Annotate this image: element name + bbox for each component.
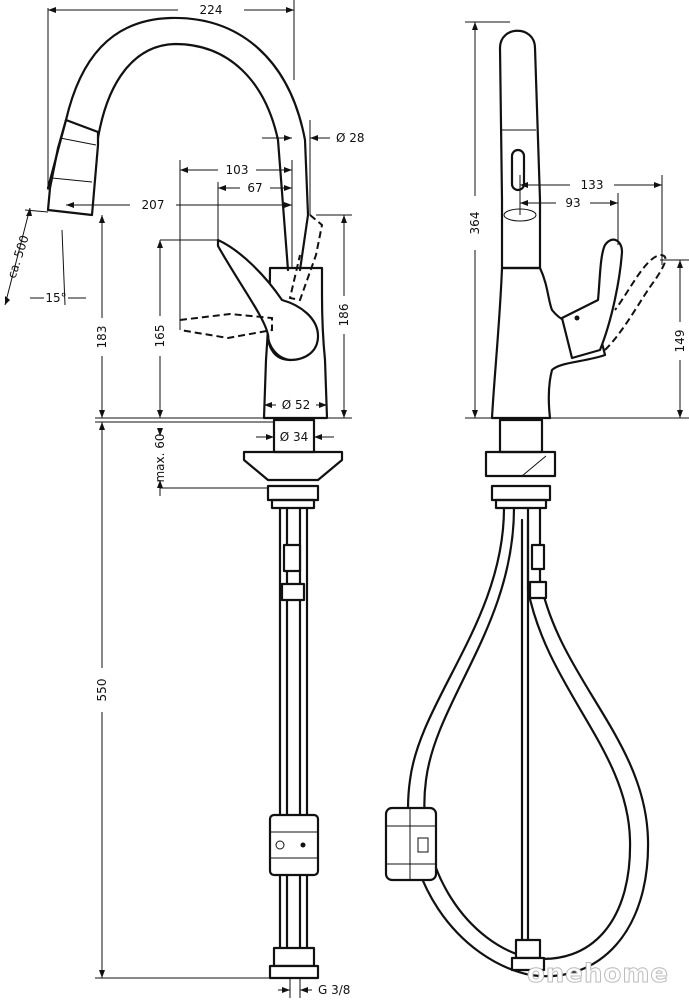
dim-ca-500: ca. 500 <box>5 233 32 280</box>
dim-550: 550 <box>95 679 109 702</box>
dim-224: 224 <box>200 3 223 17</box>
dimension-labels: 224 Ø 28 103 67 207 ca. 500 15° 183 165 … <box>5 3 687 997</box>
dim-diameter-52: Ø 52 <box>282 398 311 412</box>
front-view <box>46 16 344 980</box>
dim-93: 93 <box>565 196 580 210</box>
hose-loop-outer <box>407 506 650 978</box>
handle-alt-position-2 <box>288 214 324 302</box>
dim-207: 207 <box>142 198 165 212</box>
supply-hose-right <box>298 506 309 962</box>
dimension-lines <box>4 0 689 998</box>
side-handle-alt <box>604 253 667 351</box>
supply-hose-left <box>278 506 289 962</box>
dim-67: 67 <box>247 181 262 195</box>
spout-arc-inner <box>96 42 290 272</box>
dim-186: 186 <box>337 304 351 327</box>
dim-diameter-28: Ø 28 <box>336 131 365 145</box>
dim-165: 165 <box>153 325 167 348</box>
dim-133: 133 <box>581 178 604 192</box>
dim-149: 149 <box>673 330 687 353</box>
dim-thread-g38: G 3/8 <box>318 983 350 997</box>
lever-handle <box>216 238 320 362</box>
arrowheads <box>5 7 683 993</box>
side-view <box>384 29 667 978</box>
side-body <box>490 266 607 420</box>
watermark: onehome <box>527 959 669 989</box>
handle-alt-position <box>179 312 273 340</box>
dim-103: 103 <box>226 163 249 177</box>
dim-364: 364 <box>468 212 482 235</box>
side-plate <box>484 450 557 478</box>
dim-183: 183 <box>95 326 109 349</box>
shank <box>272 418 316 454</box>
spray-button <box>510 148 526 192</box>
dim-angle-15: 15° <box>45 291 66 305</box>
hose-weight <box>268 813 320 877</box>
dim-max-60: max. 60 <box>153 433 167 482</box>
mount-nut <box>266 484 320 502</box>
dim-diameter-34: Ø 34 <box>280 430 309 444</box>
mounting-plate <box>242 450 344 482</box>
spray-head <box>46 118 100 217</box>
spout-arc-outer <box>46 16 310 272</box>
side-handle <box>560 238 624 360</box>
